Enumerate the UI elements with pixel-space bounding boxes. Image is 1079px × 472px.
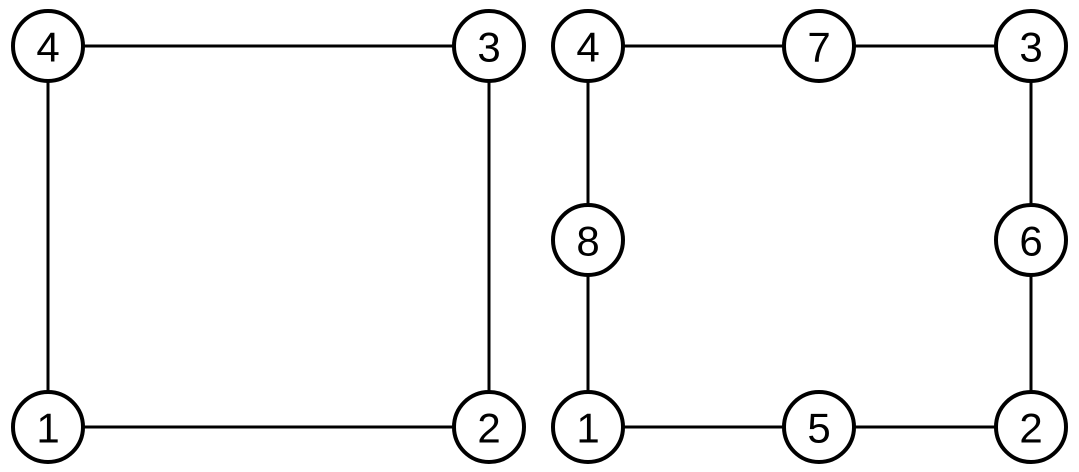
node-b8: 8 (551, 203, 625, 277)
node-circle (782, 9, 856, 83)
node-label: 2 (1019, 405, 1042, 452)
node-circle (11, 390, 85, 464)
nodes-layer: 1 2 3 4 1 2 3 4 5 6 7 8 (11, 9, 1068, 464)
node-a4: 4 (11, 9, 85, 83)
node-a3: 3 (452, 9, 526, 83)
node-label: 1 (576, 405, 599, 452)
node-circle (551, 203, 625, 277)
node-circle (994, 390, 1068, 464)
node-circle (994, 9, 1068, 83)
node-b7: 7 (782, 9, 856, 83)
node-b4: 4 (551, 9, 625, 83)
node-b5: 5 (782, 390, 856, 464)
node-b6: 6 (994, 203, 1068, 277)
node-label: 3 (1019, 24, 1042, 71)
node-label: 3 (477, 24, 500, 71)
node-circle (551, 390, 625, 464)
node-label: 5 (807, 405, 830, 452)
node-label: 8 (576, 218, 599, 265)
node-label: 1 (36, 405, 59, 452)
node-label: 4 (36, 24, 59, 71)
node-label: 6 (1019, 218, 1042, 265)
node-circle (994, 203, 1068, 277)
node-circle (551, 9, 625, 83)
node-circle (11, 9, 85, 83)
node-a2: 2 (452, 390, 526, 464)
node-circle (452, 390, 526, 464)
node-b3: 3 (994, 9, 1068, 83)
edges-layer (46, 44, 1033, 429)
node-label: 2 (477, 405, 500, 452)
node-b1: 1 (551, 390, 625, 464)
node-circle (782, 390, 856, 464)
node-label: 4 (576, 24, 599, 71)
node-a1: 1 (11, 390, 85, 464)
node-b2: 2 (994, 390, 1068, 464)
node-circle (452, 9, 526, 83)
node-label: 7 (807, 24, 830, 71)
